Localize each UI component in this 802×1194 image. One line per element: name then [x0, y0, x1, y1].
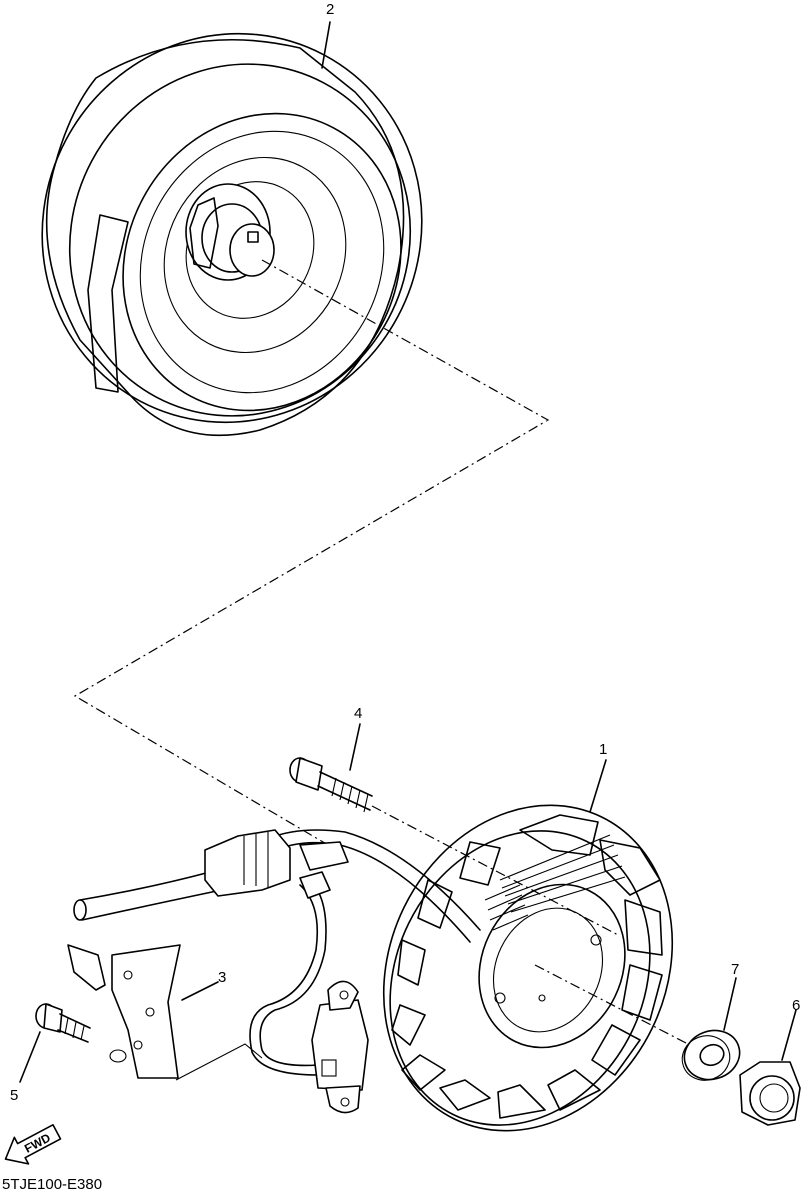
- wire-bracket[interactable]: [67, 944, 263, 1081]
- callout-7: 7: [731, 961, 739, 978]
- washer-part-7[interactable]: [676, 977, 747, 1087]
- callout-5: 5: [10, 1087, 18, 1104]
- pickup-coil[interactable]: [311, 980, 369, 1114]
- diagram-code: 5TJE100-E380: [2, 1176, 102, 1193]
- callout-6: 6: [792, 997, 800, 1014]
- callout-1: 1: [599, 741, 607, 758]
- nut-part-6[interactable]: [739, 1009, 801, 1126]
- bolt-part-4[interactable]: [289, 723, 373, 813]
- callout-4: 4: [354, 705, 362, 722]
- stator-assembly[interactable]: [330, 757, 725, 1180]
- callout-3: 3: [218, 969, 226, 986]
- rotor-assembly[interactable]: [0, 0, 490, 489]
- fwd-arrow-icon: FWD: [4, 1123, 62, 1165]
- screw-part-5[interactable]: [19, 1003, 91, 1083]
- callout-2: 2: [326, 1, 334, 18]
- wire-harness[interactable]: [73, 829, 481, 1076]
